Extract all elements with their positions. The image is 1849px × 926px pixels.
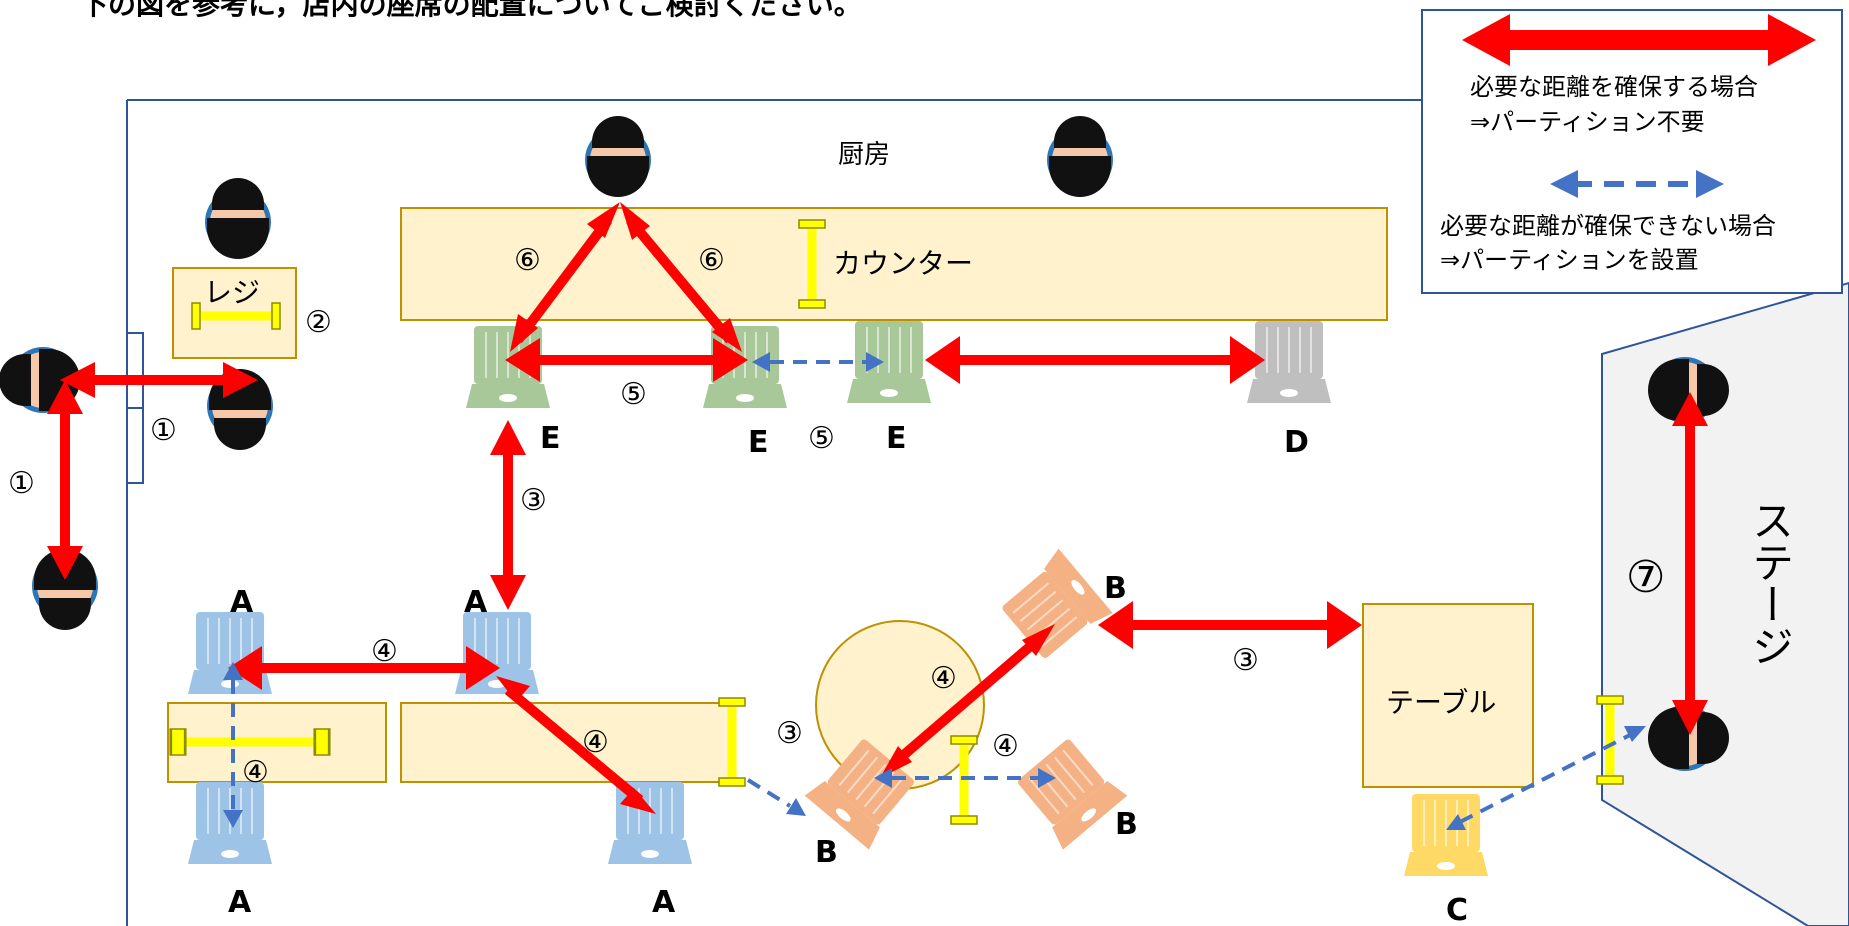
number-4c: ④ — [242, 755, 269, 790]
page-title: 下の図を参考に，店内の座席の配置についてご検討ください。 — [80, 0, 862, 21]
seat-label-b3: B — [1115, 807, 1138, 842]
legend-dashed-text-1: 必要な距離が確保できない場合 — [1440, 212, 1776, 240]
legend: 必要な距離を確保する場合 ⇒パーティション不要 必要な距離が確保できない場合 ⇒… — [1421, 9, 1843, 294]
seat-labels: E E E D A A A A B B B C — [228, 421, 1468, 926]
kitchen-label: 厨房 — [838, 140, 890, 170]
number-4a: ④ — [371, 634, 398, 669]
number-3c: ③ — [776, 716, 803, 751]
chair-c — [1403, 793, 1489, 877]
stage-label: ステージ — [1746, 499, 1795, 667]
number-5a: ⑤ — [620, 377, 647, 412]
legend-solid-arrow — [1462, 14, 1816, 66]
number-6a: ⑥ — [514, 243, 541, 278]
legend-solid-text-2: ⇒パーティション不要 — [1470, 108, 1705, 136]
number-3a: ③ — [520, 483, 547, 518]
number-7: ⑦ — [1626, 552, 1665, 603]
number-1b: ① — [8, 466, 35, 501]
person-staff-1 — [585, 116, 651, 197]
legend-dashed-text-2: ⇒パーティションを設置 — [1440, 246, 1699, 274]
seat-label-e3: E — [886, 421, 907, 456]
legend-dashed-arrow — [1550, 170, 1724, 198]
legend-solid-text-1: 必要な距離を確保する場合 — [1470, 73, 1758, 101]
number-1a: ① — [150, 413, 177, 448]
number-5b: ⑤ — [808, 421, 835, 456]
chair-e3 — [846, 320, 932, 404]
counter-label: カウンター — [833, 247, 973, 280]
person-staff-2 — [1047, 116, 1113, 197]
register-label: レジ — [204, 276, 260, 309]
chair-a3 — [187, 781, 273, 865]
seat-label-b2: B — [815, 835, 838, 870]
counter: カウンター — [400, 207, 1388, 321]
number-3b: ③ — [1232, 643, 1259, 678]
chair-b3 — [1009, 731, 1129, 851]
room-walls — [126, 99, 1422, 926]
seat-label-e2: E — [748, 425, 769, 460]
person-cashier — [205, 178, 271, 259]
number-2: ② — [305, 305, 332, 340]
seat-label-d: D — [1284, 425, 1309, 460]
chair-a4 — [607, 781, 693, 865]
partition-arrows — [223, 352, 1646, 830]
number-4d: ④ — [930, 661, 957, 696]
furniture-tables — [167, 603, 1534, 790]
seat-label-b1: B — [1104, 571, 1127, 606]
seat-label-a4: A — [652, 885, 676, 920]
chair-b1 — [994, 547, 1114, 667]
stage-area: ステージ — [1601, 281, 1849, 926]
required-distance-arrows — [47, 202, 1708, 814]
seat-label-a3: A — [228, 885, 252, 920]
seat-label-c: C — [1446, 893, 1468, 926]
number-6b: ⑥ — [698, 243, 725, 278]
number-4e: ④ — [992, 729, 1019, 764]
seat-label-a2: A — [464, 585, 488, 620]
table-square — [1362, 603, 1534, 788]
seat-label-a1: A — [230, 585, 254, 620]
seat-label-e1: E — [540, 421, 561, 456]
number-4b: ④ — [582, 725, 609, 760]
chairs — [187, 320, 1489, 877]
table-label: テーブル — [1386, 686, 1496, 719]
distance-numbers: ① ① ② ⑥ ⑥ ⑤ ⑤ ③ ③ ③ ④ ④ ④ ④ ④ ⑦ — [8, 243, 1665, 790]
